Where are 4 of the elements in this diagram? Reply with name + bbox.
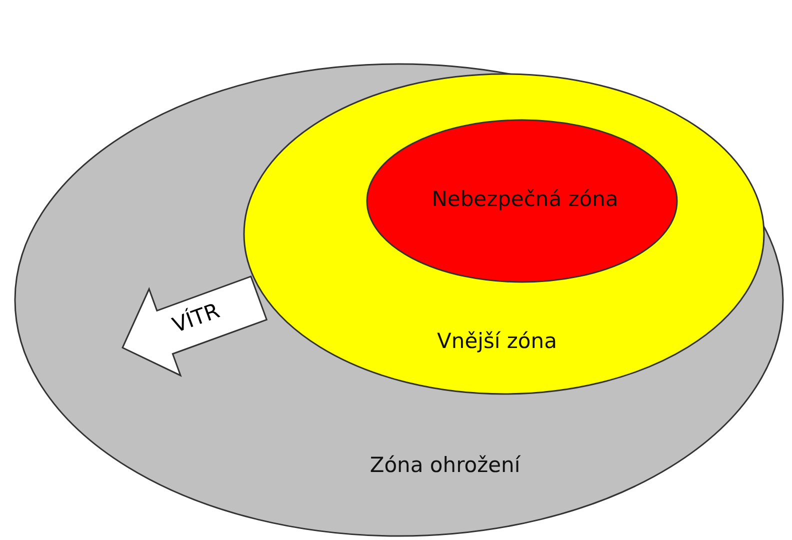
zone-label: Zóna ohrožení: [370, 453, 520, 477]
zone-label: Nebezpečná zóna: [432, 187, 618, 211]
wind-label: VÍTR: [169, 298, 223, 338]
zone-label: Vnější zóna: [437, 329, 557, 353]
